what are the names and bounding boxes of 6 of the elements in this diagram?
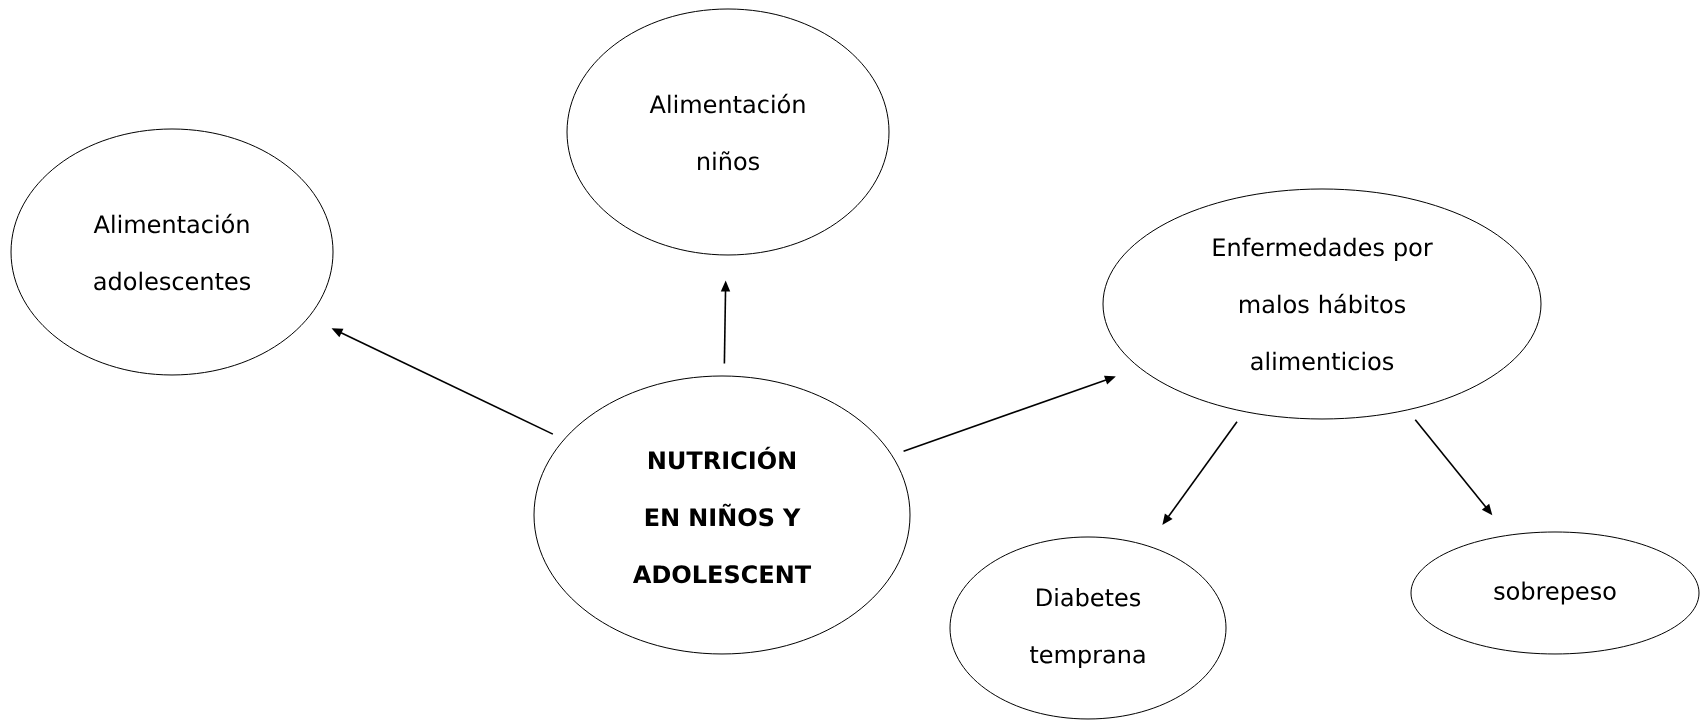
ellipse-node: Enfermedades por malos hábitos alimenticios bbox=[1102, 188, 1542, 420]
ellipse-node: Diabetes temprana bbox=[949, 536, 1227, 720]
ellipse-node: NUTRICIÓN EN NIÑOS Y ADOLESCENT bbox=[533, 375, 911, 655]
ellipse-node: sobrepeso bbox=[1410, 531, 1700, 655]
ellipse-node: Alimentación niños bbox=[566, 8, 890, 256]
ellipse-node: Alimentación adolescentes bbox=[10, 128, 334, 376]
